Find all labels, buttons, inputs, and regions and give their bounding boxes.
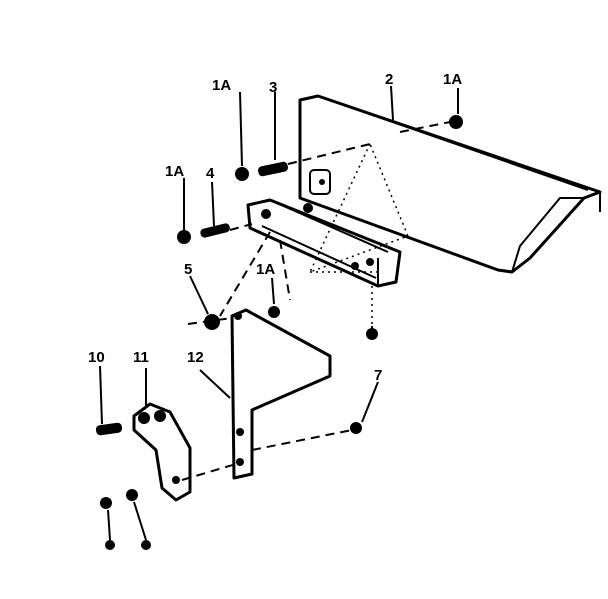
part-12-plate <box>230 308 332 480</box>
label-1a-top-left: 1A <box>212 77 231 94</box>
label-11: 11 <box>133 349 149 366</box>
assembly-lines <box>181 121 451 481</box>
label-1a-mid-left: 1A <box>165 163 184 180</box>
callout-labels: 1A 3 2 1A 1A 4 5 1A 7 10 11 12 <box>88 71 462 384</box>
hardware-fasteners <box>95 115 463 550</box>
label-5: 5 <box>184 261 192 278</box>
label-12: 12 <box>187 349 204 366</box>
label-4: 4 <box>206 165 215 182</box>
label-7: 7 <box>374 367 382 384</box>
leader-lines <box>99 85 459 541</box>
label-1a-center: 1A <box>256 261 275 278</box>
label-2: 2 <box>385 71 393 88</box>
label-1a-top-right: 1A <box>443 71 462 88</box>
part-2-housing <box>298 94 602 274</box>
part-11-clamp <box>132 402 192 502</box>
label-3: 3 <box>269 79 277 96</box>
label-10: 10 <box>88 349 105 366</box>
